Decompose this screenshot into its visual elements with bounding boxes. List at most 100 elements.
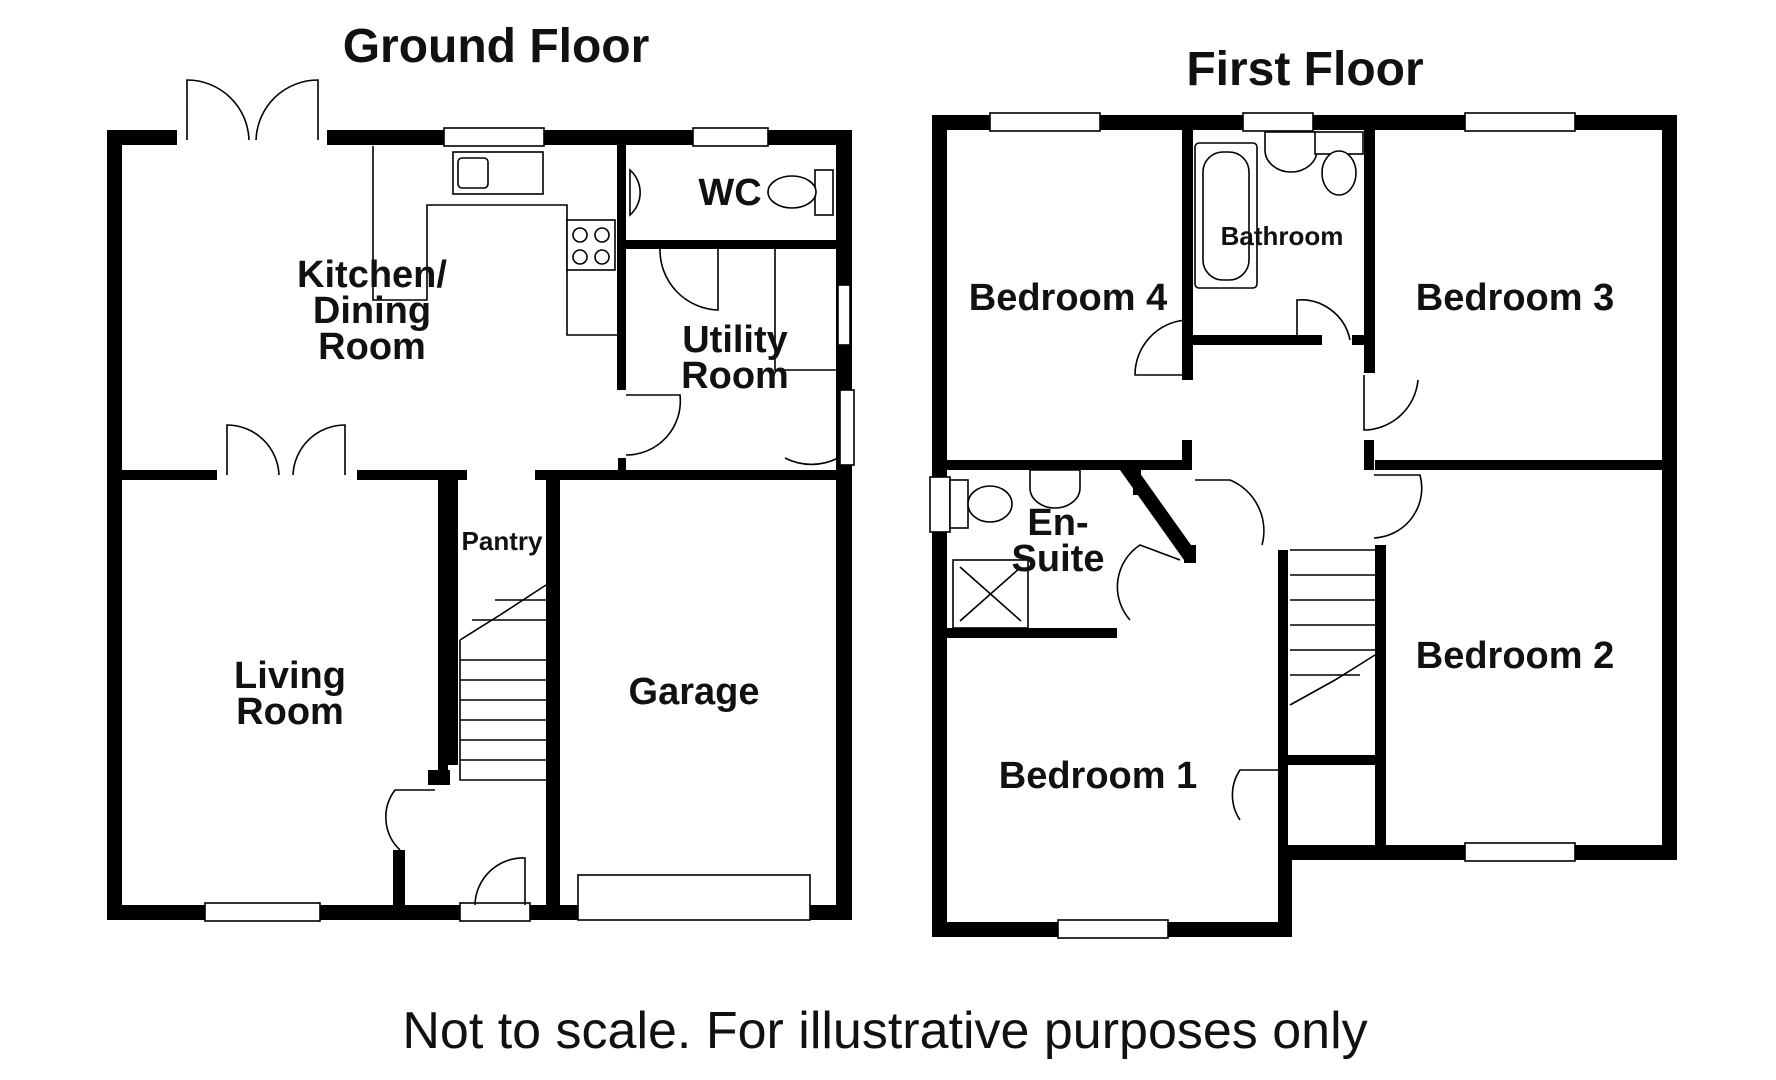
ff-door-bed2 (1373, 474, 1423, 539)
label-utility-line2: Room (681, 355, 789, 397)
gf-wc-toilet (767, 175, 817, 209)
gf-wall-north-a (107, 130, 177, 145)
ff-wall-stair-west (1278, 550, 1288, 845)
label-bedroom4: Bedroom 4 (969, 277, 1167, 319)
gf-window-utility (837, 284, 851, 346)
gf-door-front (474, 857, 526, 906)
gf-wall-east (836, 130, 852, 920)
gf-wall-south-b (320, 905, 460, 920)
ff-wall-ensuite-corner (1184, 545, 1196, 563)
ff-wall-bath-south-a (1182, 335, 1322, 345)
ff-wall-bath-bed3 (1364, 130, 1375, 373)
gf-wall-wc-a (626, 240, 726, 249)
gf-wall-wc-b (725, 240, 836, 249)
ff-wall-landing-stub2 (1364, 440, 1374, 470)
gf-living-door-left (226, 424, 280, 476)
ff-window-bath (1242, 112, 1314, 132)
first-floor-plan: Bathroom Bedroom 4 Bedroom 3 En- Suite B… (929, 112, 1677, 939)
gf-wall-hall-west (448, 480, 458, 765)
label-garage: Garage (629, 671, 760, 713)
ff-stairs (1289, 549, 1376, 706)
gf-door-utility-side (839, 389, 855, 466)
label-kitchen-line1: Kitchen/ (297, 254, 447, 296)
ff-door-bathroom (1296, 299, 1351, 345)
label-utility-line1: Utility (682, 319, 788, 361)
gf-kitchen-worktop (372, 146, 617, 336)
gf-wall-living-north-b (357, 470, 467, 480)
ff-wall-step (1278, 845, 1292, 937)
label-bedroom2: Bedroom 2 (1416, 635, 1614, 677)
ff-door-bed3 (1363, 375, 1419, 431)
gf-wall-garage-west (546, 480, 560, 920)
ff-wall-bed2-west (1375, 545, 1386, 845)
label-bedroom3: Bedroom 3 (1416, 277, 1614, 319)
gf-wall-living-east (438, 480, 448, 775)
ff-door-cupboard (1231, 769, 1278, 821)
ff-door-bed1 (1195, 479, 1265, 546)
ground-floor-plan: Kitchen/ Dining Room WC Utility Room Pan… (107, 79, 855, 922)
label-ensuite-line2: Suite (1012, 538, 1105, 580)
gf-door-utility (625, 394, 682, 456)
label-living-line2: Room (236, 691, 344, 733)
ff-bath-toilet (1321, 150, 1357, 196)
gf-wall-north-b (327, 130, 852, 145)
gf-window-wc (692, 127, 769, 147)
ff-wall-bath-south-b (1352, 335, 1374, 345)
first-floor-title: First Floor (1186, 43, 1423, 96)
label-kitchen-line2: Dining (313, 290, 431, 332)
gf-wc-cistern (814, 169, 834, 216)
ff-bath-inner (1202, 151, 1250, 281)
gf-door-living (385, 789, 435, 851)
gf-door-wc (659, 248, 719, 311)
ff-window-ensuite (929, 476, 951, 533)
ground-floor-title: Ground Floor (343, 20, 650, 73)
label-living-line1: Living (234, 655, 346, 697)
label-bathroom: Bathroom (1221, 221, 1344, 251)
gf-wc-basin (629, 168, 641, 217)
ff-wall-bed4-bath (1182, 130, 1193, 380)
footer-note: Not to scale. For illustrative purposes … (402, 1002, 1367, 1060)
label-wc: WC (698, 172, 761, 214)
gf-garage-door (577, 874, 811, 921)
gf-hob (566, 219, 616, 271)
gf-french-door-left (186, 79, 250, 141)
ff-wall-bed3-south (1375, 460, 1662, 470)
ff-wall-landing-stub (1182, 440, 1192, 470)
gf-sink-bowl (457, 157, 489, 189)
ff-wall-ensuite-diag (1120, 462, 1196, 560)
ff-wall-bed4-south (947, 460, 1185, 470)
ff-wall-cupboard (1278, 755, 1385, 765)
gf-stairs (459, 584, 547, 781)
gf-wall-south-d (810, 905, 852, 920)
gf-wall-porch-top (428, 770, 450, 785)
gf-door-utility-ext (784, 400, 839, 466)
ff-door-bed4 (1134, 319, 1187, 376)
ff-window-bed4 (989, 112, 1101, 132)
gf-window-living (204, 902, 321, 922)
label-kitchen-line3: Room (318, 326, 426, 368)
ff-wall-ensuite-south (947, 628, 1117, 638)
ff-ensuite-basin (1029, 469, 1081, 509)
ff-bath-basin (1264, 131, 1318, 173)
ff-window-bed3 (1464, 112, 1576, 132)
gf-wall-utility-stub (618, 458, 626, 472)
label-ensuite-line1: En- (1027, 502, 1088, 544)
gf-french-door-right (255, 79, 319, 141)
ff-window-bed1 (1057, 919, 1169, 939)
label-bedroom1: Bedroom 1 (999, 755, 1197, 797)
gf-window-kitchen (443, 127, 545, 147)
gf-wall-kitchen-utility (617, 145, 626, 390)
gf-front-door-frame (459, 902, 531, 922)
gf-wall-living-north-a (122, 470, 217, 480)
ff-ensuite-cistern (949, 479, 969, 529)
gf-living-door-right (292, 424, 346, 476)
gf-wall-west (107, 130, 122, 920)
gf-utility-counter (774, 249, 836, 371)
ff-door-ensuite (1116, 544, 1181, 621)
ff-window-bed2 (1464, 842, 1576, 862)
gf-wall-garage-north (535, 470, 836, 480)
gf-wall-porch (393, 850, 405, 910)
gf-wall-south-a (107, 905, 207, 920)
label-pantry: Pantry (462, 526, 543, 556)
